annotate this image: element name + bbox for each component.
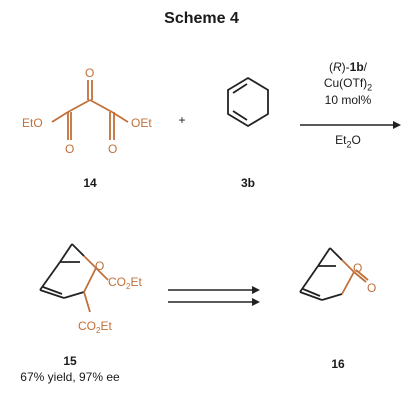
reaction-arrow-2-head-bottom xyxy=(252,298,260,306)
metal-condition: Cu(OTf)2 xyxy=(323,76,373,93)
compound-14-bottom-oxygen-left: O xyxy=(65,142,74,156)
compound-15-ester-1: CO2Et xyxy=(108,275,142,291)
reaction-arrow-2 xyxy=(168,289,252,303)
compound-16-label: 16 xyxy=(331,357,345,371)
plus-sign: + xyxy=(178,113,186,127)
compound-3b-label: 3b xyxy=(240,176,255,190)
compound-16-carbonyl-oxygen: O xyxy=(367,281,376,295)
compound-16-structure xyxy=(299,247,343,301)
compound-15-structure xyxy=(39,243,85,299)
compound-14-right-ester: OEt xyxy=(131,116,152,130)
compound-15-ring-oxygen: O xyxy=(95,259,104,273)
compound-15-yield: 67% yield, 97% ee xyxy=(20,370,120,384)
loading-condition: 10 mol% xyxy=(324,93,372,107)
compound-14-left-ester: EtO xyxy=(22,116,43,130)
compound-14-label: 14 xyxy=(83,176,97,190)
compound-14-top-oxygen: O xyxy=(85,66,94,80)
scheme-title: Scheme 4 xyxy=(164,10,239,27)
compound-14-bottom-oxygen-right: O xyxy=(108,142,117,156)
compound-15-ester-2: CO2Et xyxy=(78,319,112,335)
reaction-arrow-1-head xyxy=(393,121,401,129)
compound-15-label: 15 xyxy=(63,354,77,368)
catalyst-condition: (R)-1b/ xyxy=(328,60,368,74)
compound-14-structure xyxy=(51,80,129,140)
compound-3b-structure xyxy=(227,76,269,128)
solvent-condition: Et2O xyxy=(335,133,361,150)
compound-16-ring-oxygen: O xyxy=(353,261,362,275)
reaction-arrow-2-head-top xyxy=(252,286,260,294)
